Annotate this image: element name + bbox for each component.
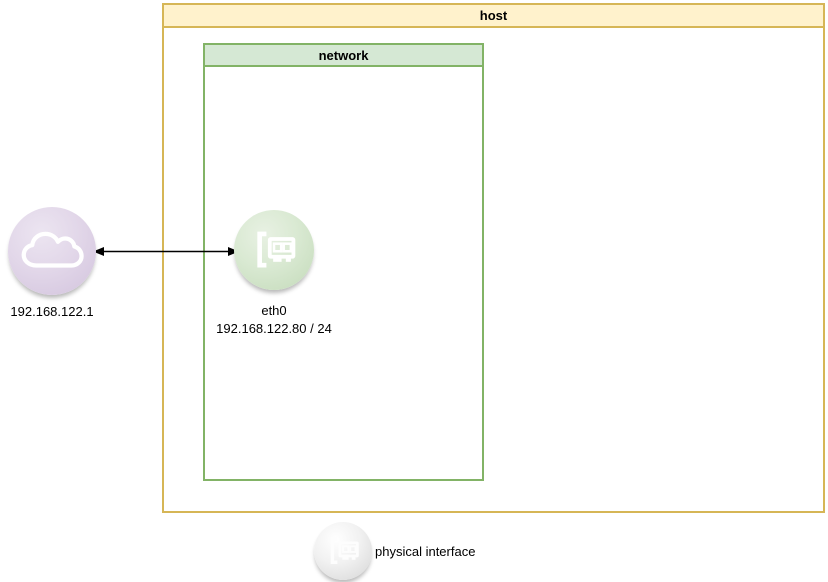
arrowhead-right-icon (228, 247, 239, 256)
network-container-title: network (205, 45, 482, 67)
network-label: network (318, 47, 369, 63)
eth0-name-text: eth0 (261, 303, 287, 318)
eth0-node-label: eth0 192.168.122.80 / 24 (194, 302, 354, 338)
cloud-icon (21, 231, 84, 268)
cloud-node-label: 192.168.122.1 (0, 303, 132, 321)
eth0-node (234, 210, 314, 290)
legend-text: physical interface (375, 544, 476, 559)
network-card-icon (330, 537, 359, 564)
legend-label: physical interface (375, 544, 475, 560)
cloud-ip-text: 192.168.122.1 (10, 304, 94, 319)
legend-node (314, 522, 372, 580)
network-card-icon (257, 231, 296, 268)
host-container-title: host (164, 5, 823, 28)
cloud-eth0-edge (93, 247, 239, 256)
cloud-node (8, 207, 96, 295)
eth0-ip-text: 192.168.122.80 / 24 (216, 321, 332, 336)
host-label: host (479, 8, 508, 23)
arrowhead-left-icon (93, 247, 104, 256)
